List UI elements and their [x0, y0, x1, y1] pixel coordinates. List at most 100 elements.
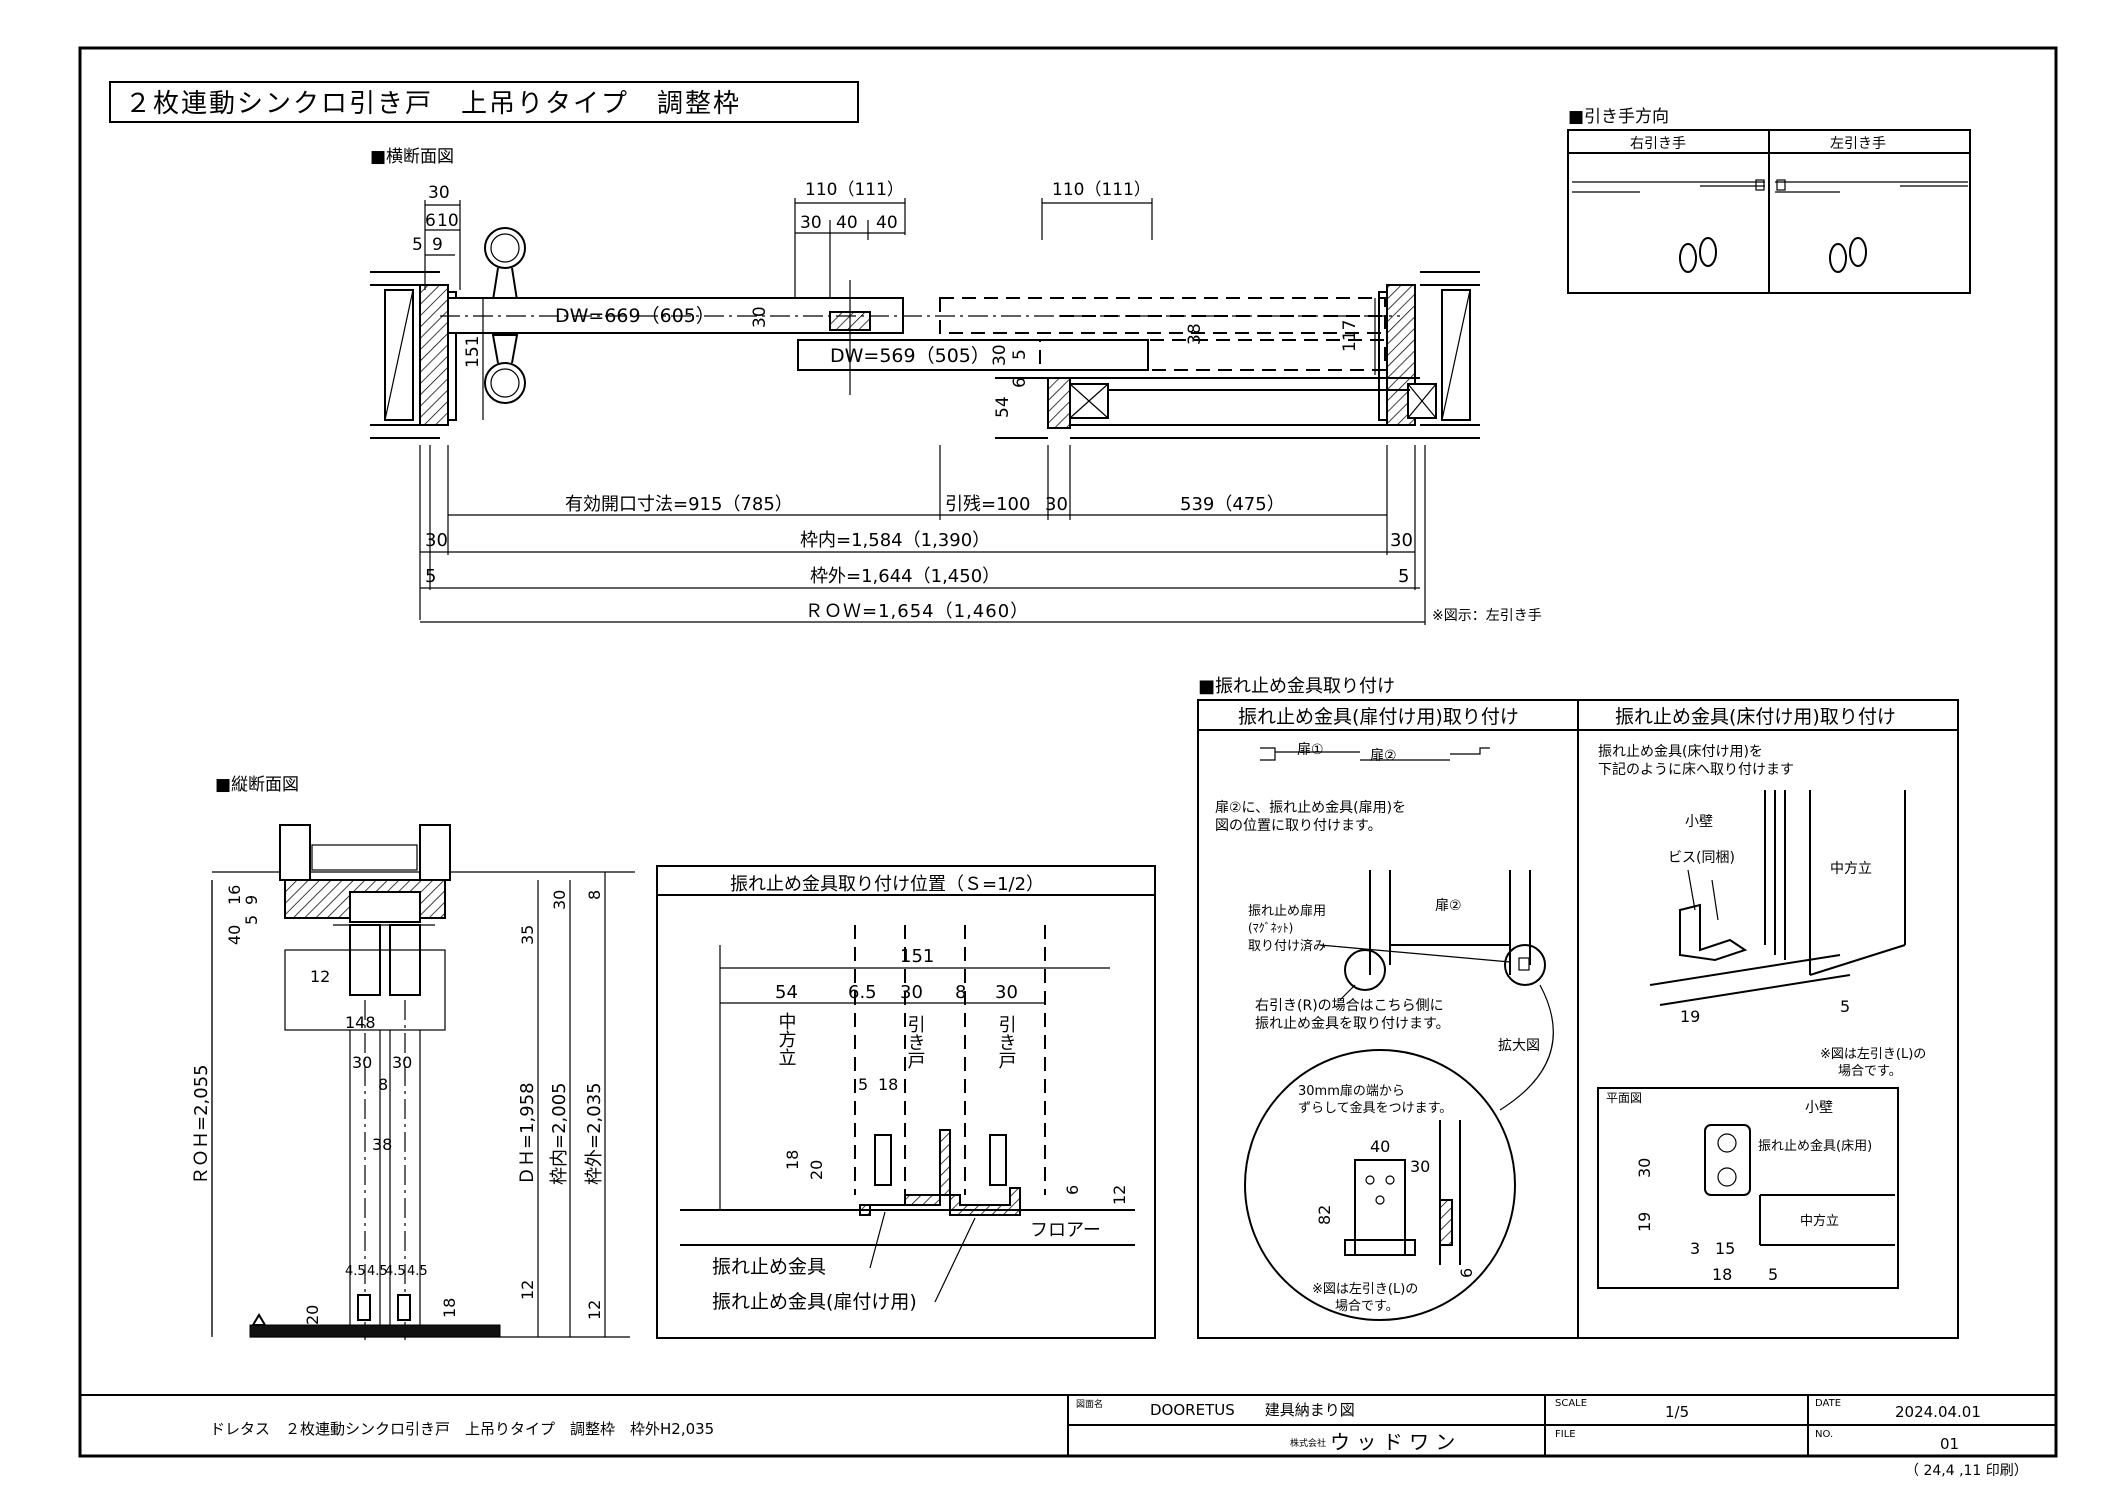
inst-offset2: ずらして金具をつけます。 — [1298, 1100, 1452, 1116]
plan-row4-row: ＲＯＷ=1,654（1,460） — [805, 601, 1029, 622]
tb-no: 01 — [1940, 1435, 1959, 1453]
handle-left: 左引き手 — [1830, 136, 1886, 152]
plan-v-6: 6 — [1010, 377, 1030, 388]
plan-dw1: DW=669（605） — [555, 305, 715, 327]
pos-dim-54: 54 — [775, 982, 798, 1003]
plan-v-30b: 30 — [990, 344, 1010, 366]
plan-row2-30b: 30 — [1390, 530, 1413, 551]
inst-d5: 5 — [1840, 997, 1850, 1016]
plan-row1-hikinokori: 引残=100 — [945, 494, 1030, 515]
handle-heading: ■引き手方向 — [1568, 107, 1669, 127]
inst-lnote2: 場合です。 — [1335, 1299, 1399, 1314]
inst-screw: ビス(同梱) — [1668, 850, 1735, 866]
inst-plan-label: 平面図 — [1606, 1091, 1642, 1105]
pos-dim-151: 151 — [900, 946, 934, 967]
plan-note: ※図示：左引き手 — [1432, 608, 1542, 624]
sec-dim-38: 38 — [372, 1135, 392, 1154]
sec-dim-20: 20 — [303, 1305, 322, 1325]
plan-dim-5: 5 — [412, 235, 423, 255]
plan-v-117: 117 — [1340, 320, 1360, 352]
plan-row1-open: 有効開口寸法=915（785） — [565, 494, 793, 515]
sec-dim-148: 148 — [345, 1013, 376, 1032]
inst-edim-6: 6 — [1457, 1268, 1476, 1278]
inst-pdim-15: 15 — [1715, 1239, 1735, 1258]
inst-enlarge: 拡大図 — [1498, 1038, 1540, 1054]
plan-dim-sub40b: 40 — [876, 213, 898, 233]
pos-dim-30a: 30 — [900, 982, 923, 1003]
tb-company: ウ ッ ド ワ ン — [1330, 1430, 1455, 1454]
plan-dim-30: 30 — [428, 183, 450, 203]
pos-callout1: 振れ止め金具 — [712, 1256, 826, 1278]
pos-dim-6: 6 — [1063, 1185, 1082, 1195]
tb-no-label: NO. — [1815, 1429, 1833, 1440]
title-box — [109, 81, 859, 123]
plan-dim-10: 10 — [437, 211, 459, 231]
plan-v-5: 5 — [1010, 349, 1030, 360]
inst-kokabe: 小壁 — [1685, 814, 1713, 830]
plan-dim-sub30: 30 — [800, 213, 822, 233]
tb-company-prefix: 株式会社 — [1290, 1437, 1326, 1449]
inst-pdim-3: 3 — [1690, 1239, 1700, 1258]
plan-section: ■横断面図 30 6 10 5 9 110（111） 30 40 40 110（… — [370, 147, 1542, 625]
pos-dim-18b: 18 — [783, 1150, 802, 1170]
inst-mag3: 取り付け済み — [1248, 938, 1326, 954]
pos-dim-12: 12 — [1110, 1185, 1129, 1205]
tb-product: ドレタス ２枚連動シンクロ引き戸 上吊りタイプ 調整枠 枠外H2,035 — [210, 1420, 714, 1438]
install-right-title: 振れ止め金具(床付け用)取り付け — [1615, 706, 1896, 728]
tb-print: （ 24,4 ,11 印刷） — [1905, 1463, 2028, 1479]
plan-row2-inner: 枠内=1,584（1,390） — [800, 530, 990, 551]
inst-mag2: (ﾏｸﾞﾈｯﾄ) — [1248, 921, 1293, 935]
plan-v-38: 38 — [1185, 323, 1205, 345]
page-title: ２枚連動シンクロ引き戸 上吊りタイプ 調整枠 — [125, 89, 741, 119]
install-left-title: 振れ止め金具(扉付け用)取り付け — [1238, 706, 1519, 728]
tb-date-label: DATE — [1815, 1398, 1841, 1409]
sec-dim-9: 9 — [242, 895, 261, 905]
inst-lnote3: ※図は左引き(L)の — [1820, 1047, 1926, 1062]
sec-right-8: 8 — [585, 890, 604, 900]
pos-label-mullion: 中方立 — [776, 1012, 797, 1066]
install-panels: ■振れ止め金具取り付け 振れ止め金具(扉付け用)取り付け 振れ止め金具(床付け用… — [1197, 676, 1959, 1339]
section-heading: ■縦断面図 — [215, 775, 299, 795]
inst-lnote1: ※図は左引き(L)の — [1312, 1282, 1418, 1297]
sec-outer: 枠外=2,035 — [584, 1082, 605, 1185]
inst-pdim-19: 19 — [1635, 1212, 1654, 1232]
inst-offset1: 30mm扉の端から — [1298, 1083, 1405, 1099]
inst-mag1: 振れ止め扉用 — [1248, 903, 1326, 919]
plan-row3-5b: 5 — [1398, 566, 1409, 587]
sec-right-30: 30 — [550, 890, 569, 910]
inst-mullion: 中方立 — [1830, 861, 1872, 877]
plan-dim-sub40a: 40 — [836, 213, 858, 233]
pos-label-door2: 引き戸 — [996, 1015, 1017, 1069]
pos-label-door1: 引き戸 — [905, 1015, 926, 1069]
plan-dim-110a: 110（111） — [805, 180, 904, 200]
inst-kokabe2: 小壁 — [1805, 1100, 1833, 1116]
tb-scale: 1/5 — [1665, 1403, 1689, 1421]
vertical-section: ■縦断面図 9 16 5 40 12 148 30 30 8 38 4.5 4.… — [191, 775, 635, 1340]
inst-edim-30: 30 — [1410, 1157, 1430, 1176]
plan-dw2: DW=569（505） — [830, 345, 990, 367]
plan-dim-9: 9 — [432, 235, 443, 255]
pos-dim-5: 5 — [858, 1075, 868, 1094]
position-detail: 振れ止め金具取り付け位置（Ｓ=1/2） 151 54 6.5 30 8 30 中… — [656, 865, 1156, 1339]
tb-drawing-label: 図面名 — [1076, 1398, 1103, 1410]
pos-dim-65: 6.5 — [848, 982, 877, 1003]
pos-dim-20: 20 — [807, 1160, 826, 1180]
sec-right-12a: 12 — [518, 1280, 537, 1300]
sec-dim-12: 12 — [310, 967, 330, 986]
sec-dim-16: 16 — [225, 885, 244, 905]
sec-dim-30a: 30 — [352, 1053, 372, 1072]
sec-right-35: 35 — [518, 925, 537, 945]
plan-v-54: 54 — [993, 396, 1013, 418]
pos-dim-18a: 18 — [878, 1075, 898, 1094]
handle-direction: ■引き手方向 右引き手 左引き手 — [1567, 107, 1971, 294]
plan-row2-30a: 30 — [425, 530, 448, 551]
pos-dim-8: 8 — [955, 982, 966, 1003]
sec-dh: ＤＨ=1,958 — [517, 1082, 538, 1185]
sec-right-12b: 12 — [585, 1300, 604, 1320]
inst-floor-note2: 下記のように床へ取り付けます — [1598, 761, 1794, 778]
pos-callout2: 振れ止め金具(扉付け用) — [712, 1291, 917, 1313]
handle-right: 右引き手 — [1630, 136, 1686, 152]
inst-floor-note1: 振れ止め金具(床付け用)を — [1598, 744, 1763, 760]
sec-dim-30b: 30 — [392, 1053, 412, 1072]
